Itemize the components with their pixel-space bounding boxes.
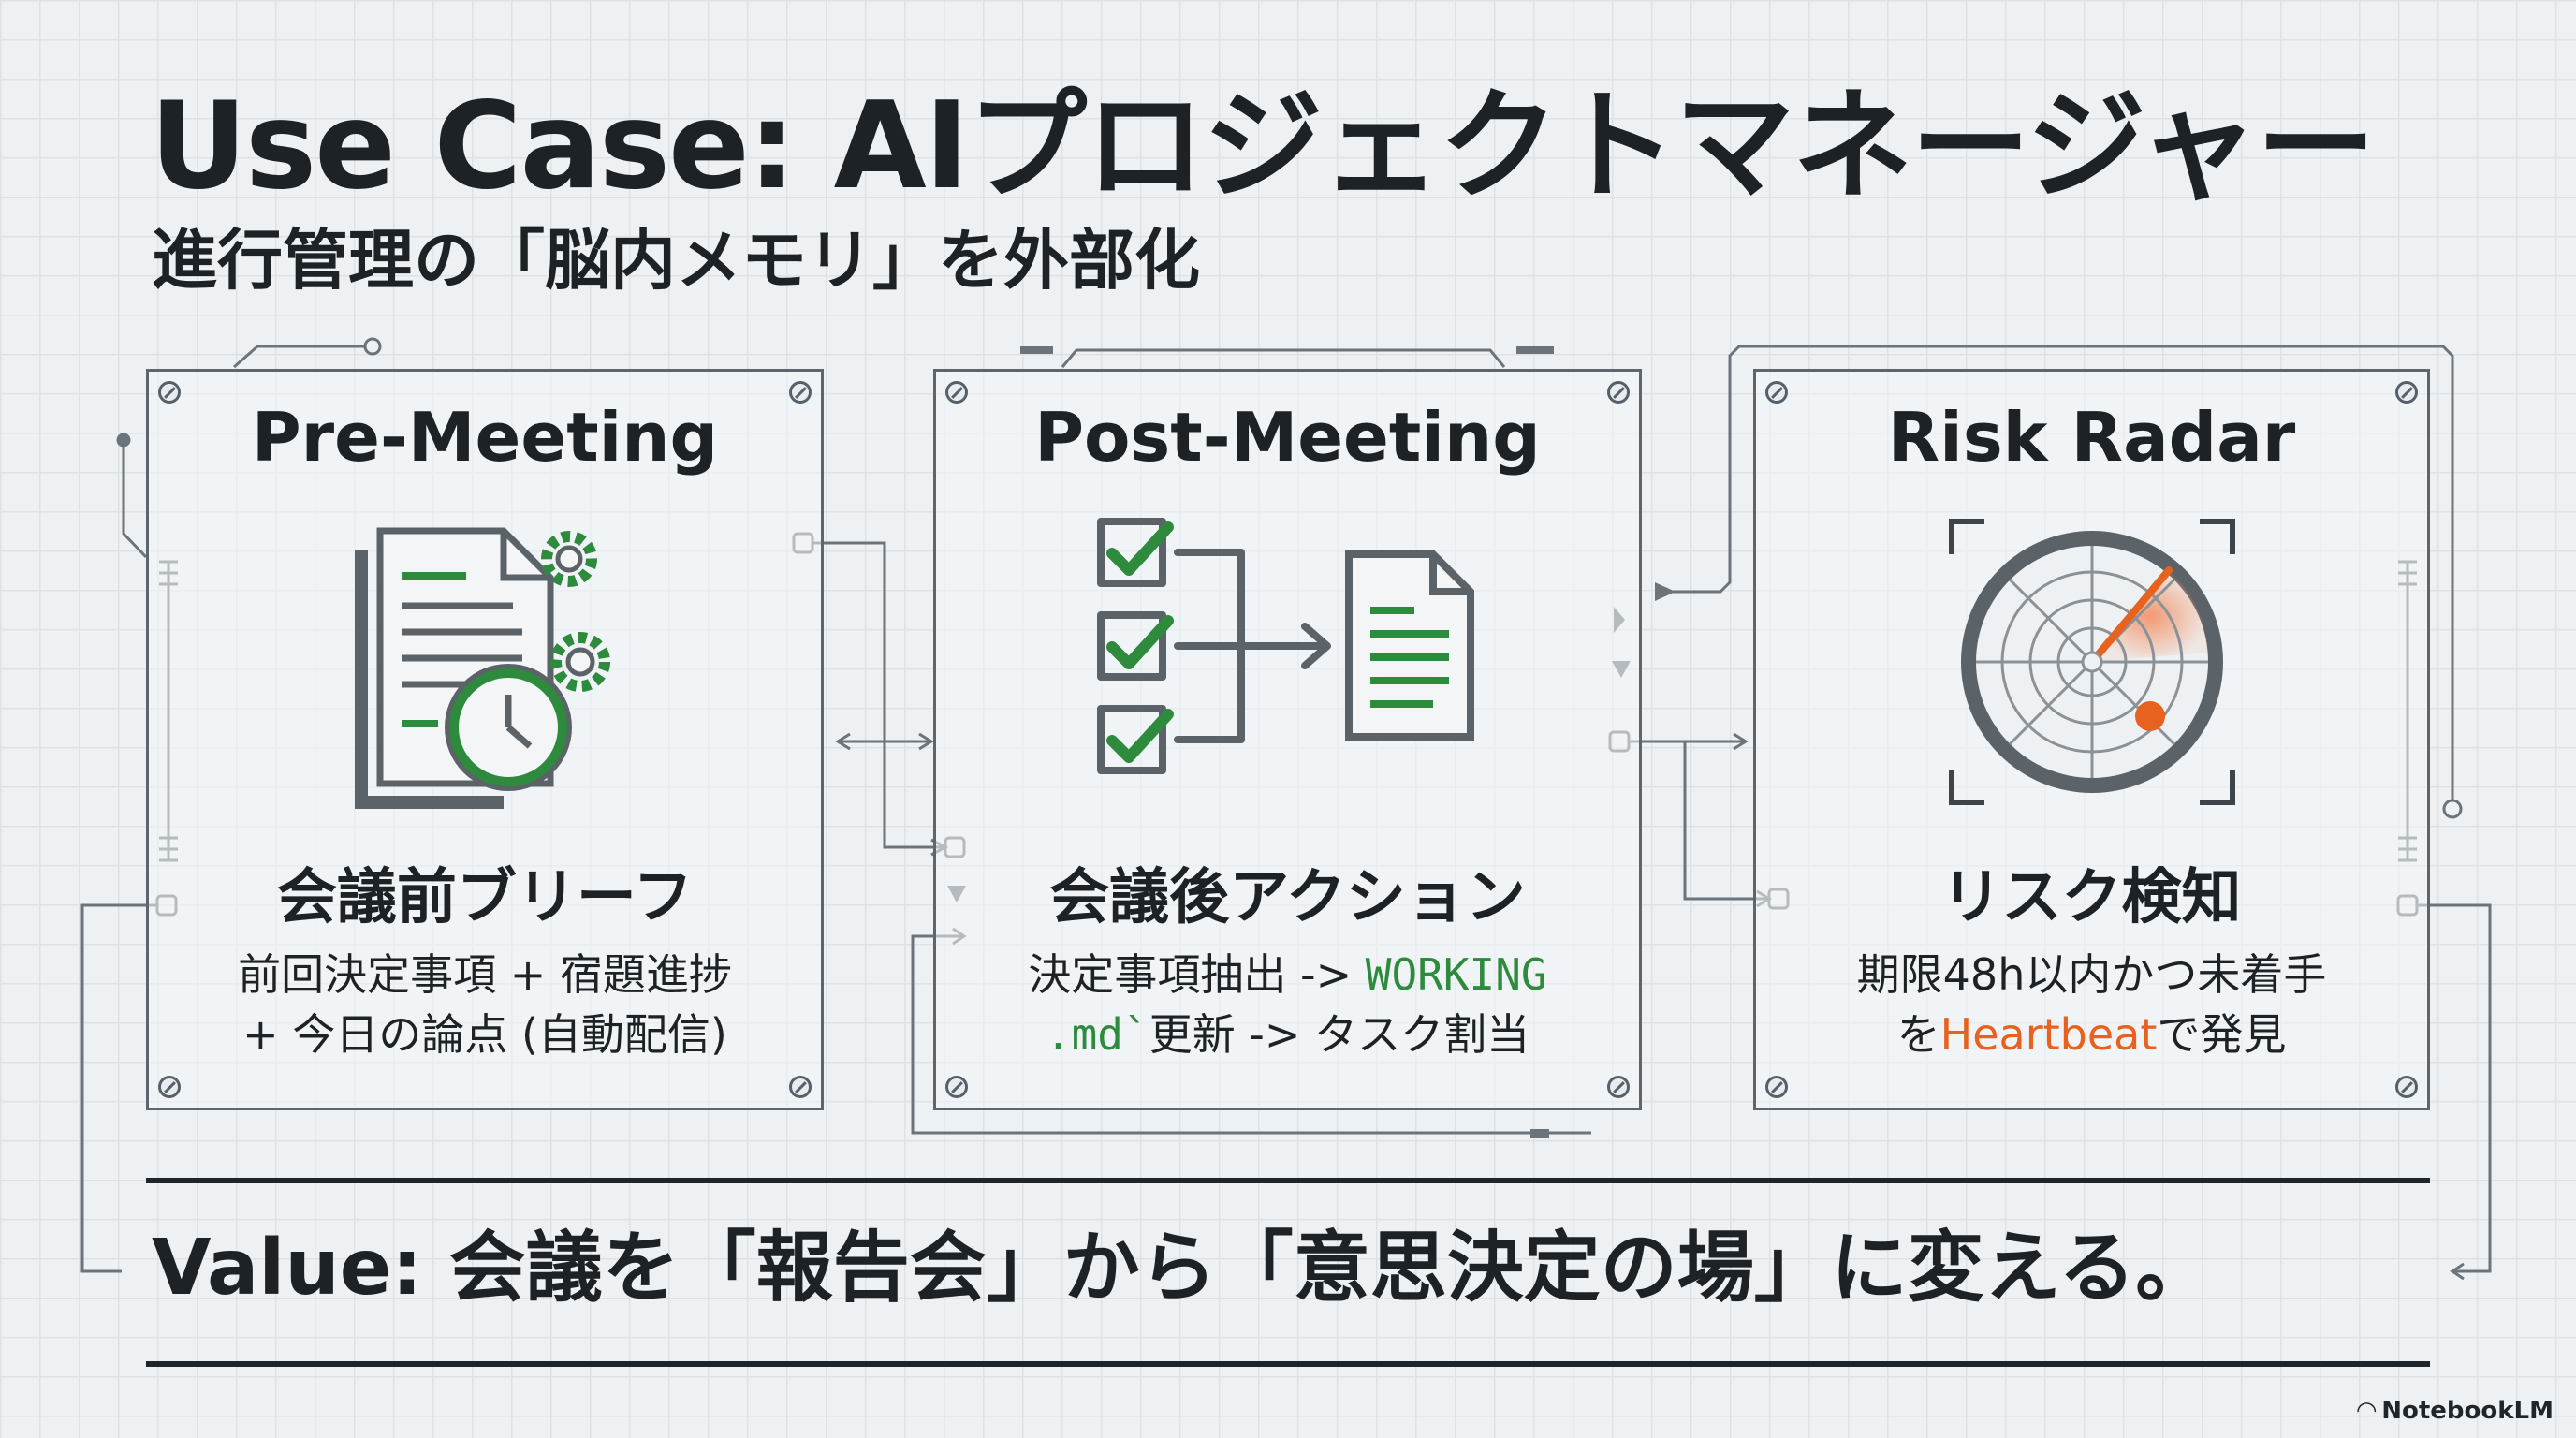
panel-subtitle: 会議後アクション <box>1049 863 1526 932</box>
value-statement: Value: 会議を「報告会」から「意思決定の場」に変える。 <box>152 1224 2213 1313</box>
code-text: WORKING <box>1365 949 1547 1000</box>
screw-icon <box>158 381 181 404</box>
panel-pre-meeting: Pre-Meeting 会議前ブリーフ 前回決定事項 + 宿題進捗 + 今日の論… <box>146 369 824 1110</box>
description-text: で発見 <box>2157 1009 2287 1060</box>
radar-icon <box>1948 519 2235 805</box>
screw-icon <box>1607 381 1630 404</box>
panel-title: Pre-Meeting <box>251 398 719 477</box>
description-line: .md`更新 -> タスク割当 <box>936 1005 1639 1064</box>
panel-risk-radar: Risk Radar リスク検知 <box>1753 369 2430 1110</box>
description-line: 前回決定事項 + 宿題進捗 <box>238 949 732 1000</box>
panel-title: Post-Meeting <box>1034 398 1541 477</box>
screw-icon <box>2395 1076 2418 1098</box>
panel-description: 期限48h以内かつ未着手 をHeartbeatで発見 <box>1756 945 2427 1064</box>
notebooklm-logo-icon: ◠ <box>2357 1397 2377 1425</box>
description-text: 更新 -> タスク割当 <box>1149 1009 1530 1060</box>
panel-title: Risk Radar <box>1887 398 2296 477</box>
description-line: + 今日の論点 (自動配信) <box>242 1009 727 1060</box>
description-line: 決定事項抽出 -> WORKING <box>936 945 1639 1005</box>
panel-description: 決定事項抽出 -> WORKING .md`更新 -> タスク割当 <box>936 945 1639 1064</box>
screw-icon <box>789 381 812 404</box>
document-clock-gear-icon <box>355 527 610 809</box>
screw-icon <box>945 1076 968 1098</box>
brand-text: NotebookLM <box>2381 1397 2554 1425</box>
panel-subtitle: 会議前ブリーフ <box>276 863 694 932</box>
screw-icon <box>158 1076 181 1098</box>
screw-icon <box>789 1076 812 1098</box>
panel-post-meeting: Post-Meeting 会議後アクション 決定事項抽出 -> WORKING … <box>933 369 1642 1110</box>
description-line: をHeartbeatで発見 <box>1756 1005 2427 1064</box>
screw-icon <box>1765 381 1788 404</box>
checklist-to-document-icon <box>1096 518 1474 774</box>
screw-icon <box>1607 1076 1630 1098</box>
code-text: .md` <box>1045 1009 1149 1060</box>
description-text: 決定事項抽出 -> <box>1028 949 1366 1000</box>
screw-icon <box>2395 381 2418 404</box>
panel-subtitle: リスク検知 <box>1941 863 2242 932</box>
description-text: を <box>1896 1009 1940 1060</box>
screw-icon <box>945 381 968 404</box>
panel-description: 前回決定事項 + 宿題進捗 + 今日の論点 (自動配信) <box>149 945 821 1064</box>
divider-bottom <box>146 1361 2430 1367</box>
description-line: 期限48h以内かつ未着手 <box>1856 949 2327 1000</box>
screw-icon <box>1765 1076 1788 1098</box>
page-title: Use Case: AIプロジェクトマネージャー <box>150 77 2376 216</box>
divider-top <box>146 1178 2430 1183</box>
page-subtitle: 進行管理の「脳内メモリ」を外部化 <box>152 222 1200 299</box>
highlight-text: Heartbeat <box>1939 1009 2158 1060</box>
brand-label: ◠NotebookLM <box>2357 1397 2554 1425</box>
